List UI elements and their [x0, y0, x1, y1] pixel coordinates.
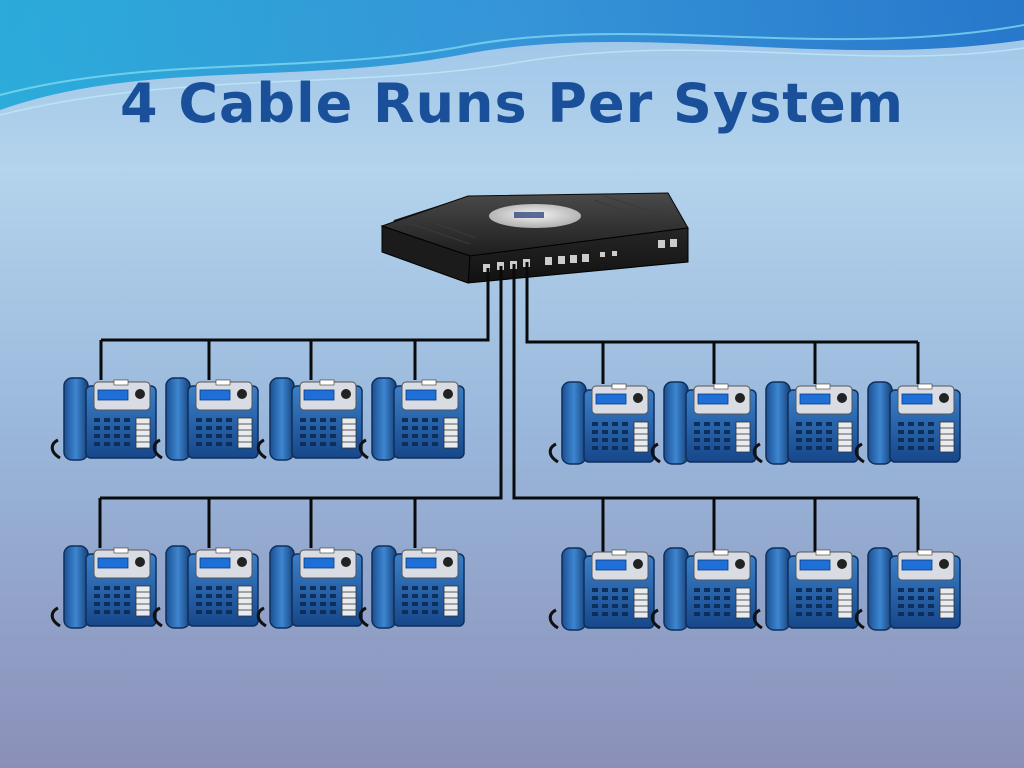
desk-phone-icon: [256, 376, 364, 462]
desk-phone-icon: [50, 376, 158, 462]
phone-group-top-right: [548, 380, 962, 466]
desk-phone-icon: [752, 546, 860, 632]
header-wave-decoration: [0, 0, 1024, 116]
cable-run-1: [101, 268, 490, 342]
desk-phone-icon: [650, 380, 758, 466]
cable-run-2: [100, 266, 503, 500]
desk-phone-icon: [50, 544, 158, 630]
desk-phone-icon: [548, 380, 656, 466]
slide-title: 4 Cable Runs Per System: [119, 72, 904, 135]
desk-phone-icon: [854, 380, 962, 466]
desk-phone-icon: [152, 376, 260, 462]
cable-run-4: [525, 262, 918, 344]
desk-phone-icon: [358, 376, 466, 462]
desk-phone-icon: [152, 544, 260, 630]
phone-group-bottom-left: [50, 544, 466, 630]
cable-run-3: [512, 264, 918, 500]
phone-system-hub-icon: [380, 192, 689, 284]
phone-group-bottom-right: [548, 546, 962, 632]
desk-phone-icon: [854, 546, 962, 632]
phone-group-top-left: [50, 376, 466, 462]
cable-runs: [98, 262, 920, 552]
desk-phone-icon: [256, 544, 364, 630]
desk-phone-icon: [548, 546, 656, 632]
desk-phone-icon: [650, 546, 758, 632]
desk-phone-icon: [752, 380, 860, 466]
desk-phone-icon: [358, 544, 466, 630]
